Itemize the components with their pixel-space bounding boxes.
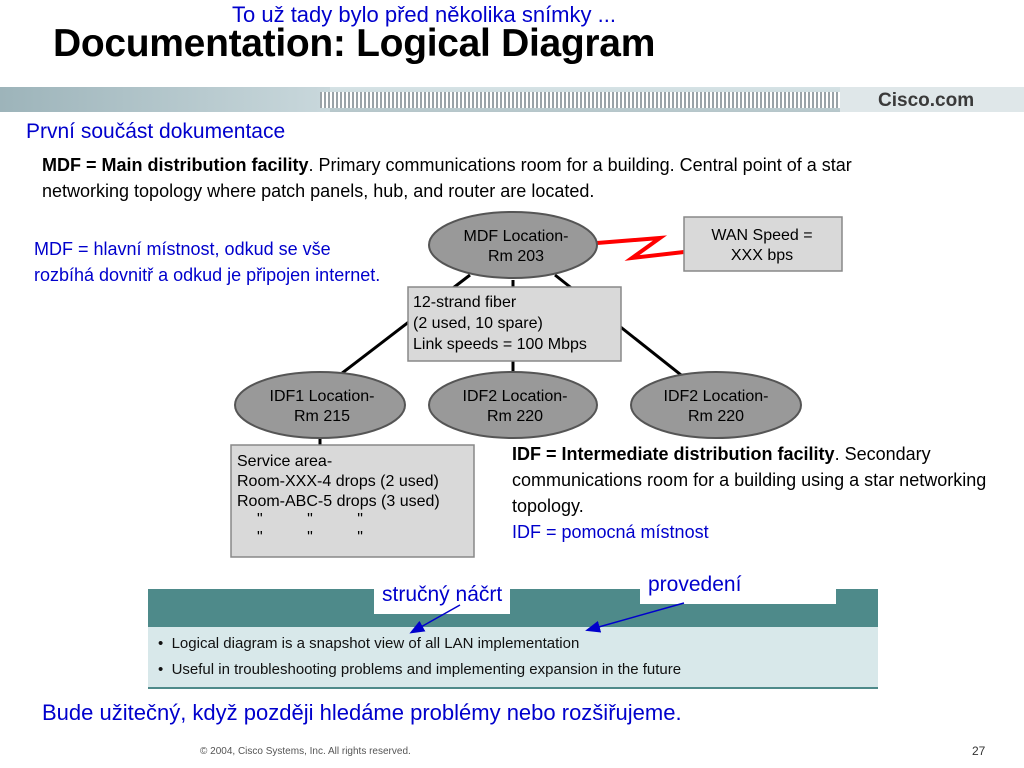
idf2b-label-line2: Rm 220 (688, 408, 744, 425)
mdf-definition: MDF = Main distribution facility. Primar… (42, 152, 942, 204)
idf1-label-line1: IDF1 Location- (270, 388, 375, 405)
idf-term: IDF = Intermediate distribution facility (512, 444, 835, 464)
mdf-node (428, 211, 598, 279)
service-line-5: " " " (257, 529, 363, 546)
bullet-item: • Useful in troubleshooting problems and… (158, 661, 682, 678)
idf2-node-right (630, 371, 802, 439)
mdf-term: MDF = Main distribution facility (42, 155, 309, 175)
arrow-execution (585, 602, 685, 633)
idf2a-label-line1: IDF2 Location- (463, 388, 568, 405)
idf-definition: IDF = Intermediate distribution facility… (512, 441, 1012, 545)
banner-fade (0, 87, 330, 112)
idf2b-label-line1: IDF2 Location- (664, 388, 769, 405)
service-line-4: " " " (257, 511, 363, 528)
callout-execution: provedení (640, 568, 836, 604)
arrow-sketch (409, 604, 461, 634)
service-area-box (230, 444, 475, 558)
cisco-logo: Cisco.com (878, 90, 975, 111)
fiber-label-line2: (2 used, 10 spare) (413, 315, 543, 332)
wan-box (683, 216, 843, 272)
idf-text: . Secondary communications room for a bu… (512, 444, 987, 516)
idf1-label-line2: Rm 215 (294, 408, 350, 425)
summary-text: Bude užitečný, když později hledáme prob… (42, 700, 682, 725)
idf2a-label-line2: Rm 220 (487, 408, 543, 425)
wan-link (596, 235, 685, 261)
mdf-note: MDF = hlavní místnost, odkud se vše rozb… (34, 239, 381, 285)
section-heading: První součást dokumentace (26, 120, 286, 143)
wan-label-line1: WAN Speed = (711, 227, 812, 244)
header-banner: Cisco.com (0, 84, 1024, 114)
bullet-item: • Logical diagram is a snapshot view of … (158, 635, 580, 652)
summary-panel: • Logical diagram is a snapshot view of … (148, 589, 878, 689)
service-line-2: Room-XXX-4 drops (2 used) (237, 473, 439, 490)
slide-title: Documentation: Logical Diagram (53, 22, 656, 65)
fiber-label-line1: 12-strand fiber (413, 294, 517, 311)
mdf-label-line2: Rm 203 (488, 248, 544, 265)
service-line-3: Room-ABC-5 drops (3 used) (237, 493, 440, 510)
banner-stripes (320, 92, 840, 108)
fiber-box (407, 286, 622, 362)
service-line-1: Service area- (237, 453, 332, 470)
wan-label-line2: XXX bps (731, 247, 793, 264)
panel-body: • Logical diagram is a snapshot view of … (148, 627, 878, 689)
mdf-text: . Primary communications room for a buil… (42, 155, 852, 201)
mdf-label-line1: MDF Location- (464, 228, 569, 245)
top-note: To už tady bylo před několika snímky ... (232, 2, 616, 27)
banner-logo-area (840, 87, 1024, 112)
idf-note: IDF = pomocná místnost (512, 522, 709, 542)
callout-sketch: stručný náčrt (374, 580, 511, 614)
idf1-node (234, 371, 406, 439)
bullet-text: Logical diagram is a snapshot view of al… (171, 635, 580, 652)
bullet-text: Useful in troubleshooting problems and i… (171, 661, 682, 678)
fiber-label-line3: Link speeds = 100 Mbps (413, 336, 587, 353)
idf2-node-center (428, 371, 598, 439)
page-number: 27 (972, 744, 986, 758)
copyright: © 2004, Cisco Systems, Inc. All rights r… (200, 746, 411, 757)
